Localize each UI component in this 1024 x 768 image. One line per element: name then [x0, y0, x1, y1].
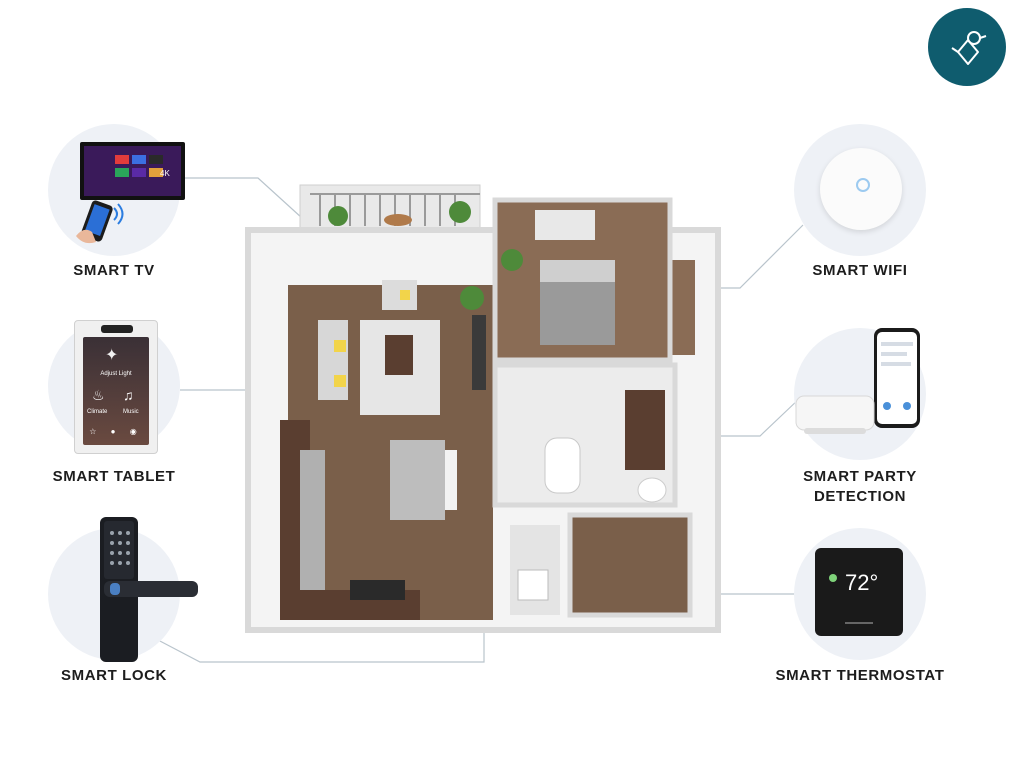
tv-4k-badge: 4K	[160, 169, 170, 178]
smart-tv-label: SMART TV	[73, 262, 155, 279]
light-bulb-icon[interactable]: ✦	[105, 347, 119, 364]
wifi-access-point-icon	[820, 148, 902, 230]
leaf-icon	[829, 574, 837, 582]
adjust-light-label: Adjust Light	[100, 371, 132, 377]
lock-connector	[157, 622, 485, 663]
thermometer-icon[interactable]: ♨	[92, 387, 105, 403]
bird-logo-icon	[951, 31, 987, 65]
smart-party-label-line1: SMART PARTY	[803, 468, 917, 485]
phone-app-icon	[874, 328, 920, 428]
phone-icon	[76, 200, 113, 244]
lock-icon	[100, 517, 198, 662]
smart-tablet-label: SMART TABLET	[52, 468, 176, 485]
thermostat-icon: 72°	[815, 548, 903, 636]
tablet-bottom-bar-icon[interactable]: ☆ ● ◉	[89, 427, 143, 436]
party-sensor-icon	[795, 395, 875, 434]
smart-thermostat-label: SMART THERMOSTAT	[775, 667, 945, 684]
music-label: Music	[123, 409, 139, 415]
smart-party-label: SMART PARTY DETECTION	[784, 467, 936, 507]
climate-label: Climate	[87, 409, 108, 415]
apartment-floor-plan	[245, 184, 721, 633]
smart-party-label-line2: DETECTION	[813, 488, 907, 505]
smart-wifi-label: SMART WIFI	[812, 262, 908, 279]
music-icon[interactable]: ♫	[123, 387, 134, 403]
thermostat-temperature: 72°	[845, 570, 879, 595]
smart-lock-label: SMART LOCK	[61, 667, 167, 684]
brand-logo[interactable]	[928, 8, 1006, 86]
tablet-icon: ✦ Adjust Light ♨ ♫ Climate Music ☆ ● ◉	[74, 320, 158, 454]
tv-icon: 4K	[76, 142, 185, 244]
